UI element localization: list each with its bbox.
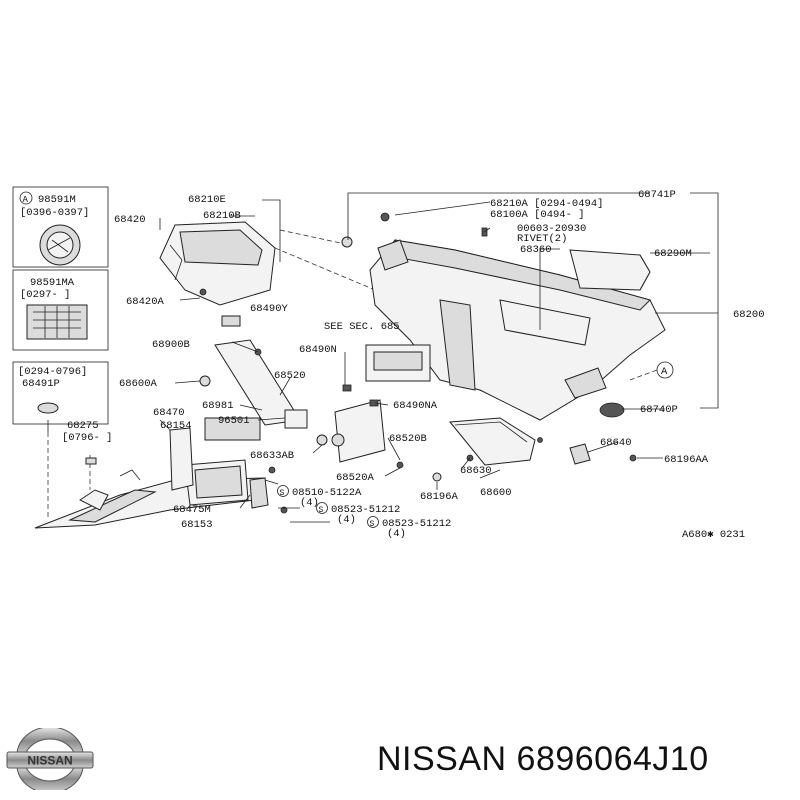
label-00603-20930: 00603-20930 (517, 223, 586, 235)
label-68633ab: 68633AB (250, 450, 294, 462)
label-96501: 96501 (218, 415, 250, 427)
label-68630: 68630 (460, 465, 492, 477)
svg-text:A: A (23, 195, 29, 205)
logo-wordmark: NISSAN (27, 754, 72, 768)
label-68196a: 68196A (420, 491, 459, 503)
label-68210a: 68210A [0294-0494] (490, 198, 603, 210)
label-screw-2: 08523-51212 (331, 504, 400, 516)
svg-text:[0297- ]: [0297- ] (20, 289, 70, 301)
svg-text:[0294-0796]: [0294-0796] (18, 366, 87, 378)
svg-text:S: S (370, 520, 375, 529)
svg-text:98591MA: 98591MA (30, 277, 75, 289)
label-68600: 68600 (480, 487, 512, 499)
label-68490y: 68490Y (250, 303, 289, 315)
cluster-finisher-68520 (331, 344, 431, 463)
callout-a: A (661, 366, 668, 378)
label-68475m: 68475M (173, 504, 211, 516)
cluster-lid-68420 (159, 221, 381, 327)
inset-panel-98591m: A 98591M [0396-0397] (12, 186, 109, 268)
label-68470: 68470 (153, 407, 185, 419)
label-68153: 68153 (181, 519, 213, 531)
label-screw-3: 08523-51212 (382, 518, 451, 530)
svg-text:[0396-0397]: [0396-0397] (20, 207, 89, 219)
label-68520b: 68520B (389, 433, 427, 445)
part-labels: 68210E 68420 68210B 68420A 68490Y 68900B… (62, 189, 765, 531)
leader-lines (47, 192, 719, 523)
svg-text:(4): (4) (300, 497, 319, 509)
svg-text:(4): (4) (337, 514, 356, 526)
label-68981: 68981 (202, 400, 234, 412)
inset-panel-68491p: [0294-0796] 68491P (12, 361, 109, 425)
label-68420: 68420 (114, 214, 146, 226)
label-68275-range: [0796- ] (62, 432, 112, 444)
label-68900b: 68900B (152, 339, 190, 351)
inset-panel-98591ma: 98591MA [0297- ] (12, 269, 109, 351)
lid-68290m (569, 249, 651, 291)
part-number-caption: NISSAN 6896064J10 (377, 740, 709, 778)
label-68600a: 68600A (119, 378, 158, 390)
label-68154: 68154 (160, 420, 192, 432)
label-68640: 68640 (600, 437, 632, 449)
label-screw-1: 08510-5122A (292, 487, 362, 499)
label-68490n: 68490N (299, 344, 337, 356)
label-68420a: 68420A (126, 296, 165, 308)
svg-text:98591M: 98591M (38, 194, 76, 206)
label-68196aa: 68196AA (664, 454, 709, 466)
screw-callouts: S 08510-5122A (4) S 08523-51212 (4) S 08… (277, 485, 451, 540)
label-68210e: 68210E (188, 194, 226, 206)
label-see-sec-685: SEE SEC. 685 (324, 321, 400, 333)
label-68290m: 68290M (654, 248, 692, 260)
label-68360: 68360 (520, 244, 552, 256)
diagram-code: A680✱ 0231 (682, 529, 745, 541)
label-68520: 68520 (274, 370, 306, 382)
label-68200: 68200 (733, 309, 765, 321)
svg-text:68491P: 68491P (22, 378, 60, 390)
label-68275: 68275 (67, 420, 99, 432)
label-68100a: 68100A [0494- ] (490, 209, 585, 221)
pocket-assembly (169, 339, 308, 509)
label-68490na: 68490NA (393, 400, 438, 412)
label-68210b: 68210B (203, 210, 241, 222)
label-68740p: 68740P (640, 404, 678, 416)
svg-text:(4): (4) (387, 528, 406, 540)
svg-text:S: S (280, 489, 285, 498)
label-68520a: 68520A (336, 472, 375, 484)
label-rivet: RIVET(2) (517, 233, 567, 245)
glove-box-68600 (316, 417, 637, 482)
svg-text:S: S (319, 506, 324, 515)
nissan-logo: NISSAN (6, 728, 94, 790)
label-68741p: 68741P (638, 189, 676, 201)
